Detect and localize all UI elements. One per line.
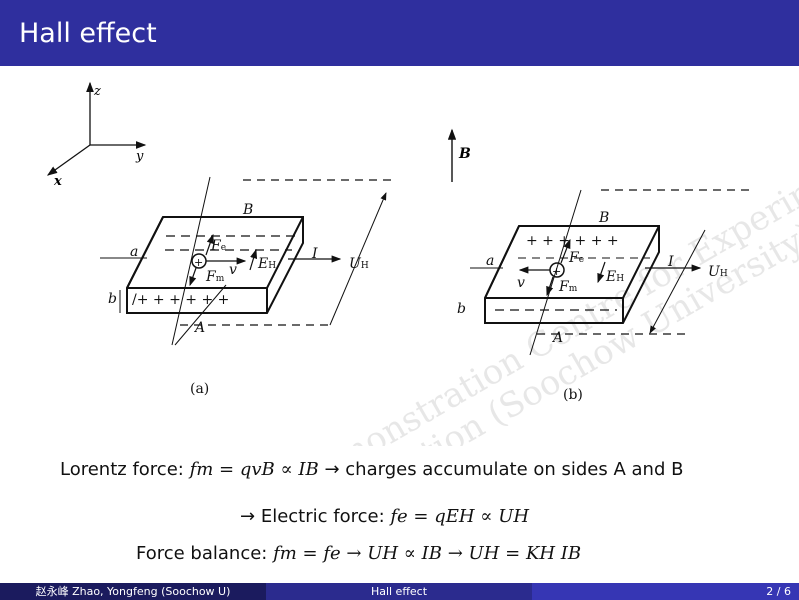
axis-z-label: z	[93, 84, 101, 99]
lorentz-label: Lorentz force:	[60, 459, 184, 480]
svg-text:EH: EH	[605, 269, 624, 285]
panel-b-label-a: A	[551, 330, 563, 346]
lorentz-result: charges accumulate on sides A and B	[345, 459, 684, 480]
footer-author: 赵永峰 Zhao, Yongfeng (Soochow U)	[35, 585, 231, 598]
panel-b-top-charges: + + + + + +	[526, 233, 619, 249]
hall-effect-figure: National Demonstration Centre for Experi…	[46, 81, 799, 446]
panel-b-eh-sub: H	[616, 274, 624, 284]
panel-a-fe: F	[210, 238, 222, 254]
svg-text:Fm: Fm	[205, 269, 225, 285]
panel-b-side-a: a	[486, 253, 494, 269]
axis-y-label: y	[135, 149, 144, 164]
title-bar: Hall effect	[0, 0, 799, 66]
footer: 赵永峰 Zhao, Yongfeng (Soochow U) Hall effe…	[0, 583, 799, 600]
panel-a-voltage: U	[349, 256, 362, 272]
balance-label: Force balance:	[136, 543, 268, 564]
panel-b-fm: F	[558, 279, 570, 295]
electric-force-line: → Electric force: fe = qEH ∝ UH	[240, 506, 529, 527]
field-label: B	[458, 146, 471, 162]
lorentz-math: fm = qvB ∝ IB	[189, 459, 319, 480]
lorentz-force-line: Lorentz force: fm = qvB ∝ IB → charges a…	[60, 459, 683, 480]
arrow: →	[324, 459, 340, 480]
svg-text:Fe: Fe	[568, 250, 584, 266]
panel-b-voltage-sub: H	[720, 269, 728, 279]
electric-label: Electric force:	[260, 506, 385, 527]
svg-text:UH: UH	[349, 256, 369, 272]
panel-a-current: I	[311, 246, 318, 262]
panel-b-side-b: b	[457, 301, 466, 317]
panel-b	[470, 189, 750, 356]
panel-a-side-b: b	[108, 291, 117, 307]
panel-b-voltage: U	[708, 264, 721, 280]
panel-a-label-a: A	[193, 320, 205, 336]
panel-a	[100, 176, 393, 346]
panel-b-v: v	[517, 275, 525, 291]
balance-math: fm = fe → UH ∝ IB → UH = KH IB	[273, 543, 582, 564]
panel-b-fe-sub: e	[579, 255, 584, 265]
coordinate-axes	[46, 81, 147, 176]
force-balance-line: Force balance: fm = fe → UH ∝ IB → UH = …	[136, 543, 581, 564]
panel-a-v: v	[229, 262, 237, 278]
panel-a-fm-sub: m	[216, 274, 225, 284]
panel-a-caption: (a)	[190, 381, 209, 397]
panel-b-fm-sub: m	[569, 284, 578, 294]
panel-a-voltage-sub: H	[361, 261, 369, 271]
panel-a-eh-sub: H	[268, 261, 276, 271]
panel-b-charge: +	[552, 265, 561, 278]
panel-a-label-b: B	[242, 202, 253, 218]
page-number: 2 / 6	[766, 585, 791, 598]
panel-a-fe-sub: e	[221, 243, 226, 253]
panel-b-fe: F	[568, 250, 580, 266]
panel-a-eh: E	[257, 256, 268, 272]
panel-b-label-b: B	[598, 210, 609, 226]
panel-a-fm: F	[205, 269, 217, 285]
panel-b-current: I	[667, 254, 674, 270]
panel-b-caption: (b)	[563, 387, 583, 403]
panel-a-charge: +	[194, 256, 203, 269]
svg-text:UH: UH	[708, 264, 728, 280]
axis-x-label: x	[53, 174, 62, 189]
svg-text:EH: EH	[257, 256, 276, 272]
watermark: National Demonstration Centre for Experi…	[150, 123, 799, 446]
electric-math: fe = qEH ∝ UH	[390, 506, 530, 527]
panel-b-eh: E	[605, 269, 616, 285]
panel-a-side-a: a	[130, 244, 138, 260]
svg-text:Fe: Fe	[210, 238, 226, 254]
slide-title: Hall effect	[19, 18, 157, 49]
arrow: →	[240, 506, 256, 527]
footer-title: Hall effect	[370, 585, 428, 598]
panel-a-bottom-charges: /+ + + + + +	[132, 292, 229, 308]
svg-text:Fm: Fm	[558, 279, 578, 295]
